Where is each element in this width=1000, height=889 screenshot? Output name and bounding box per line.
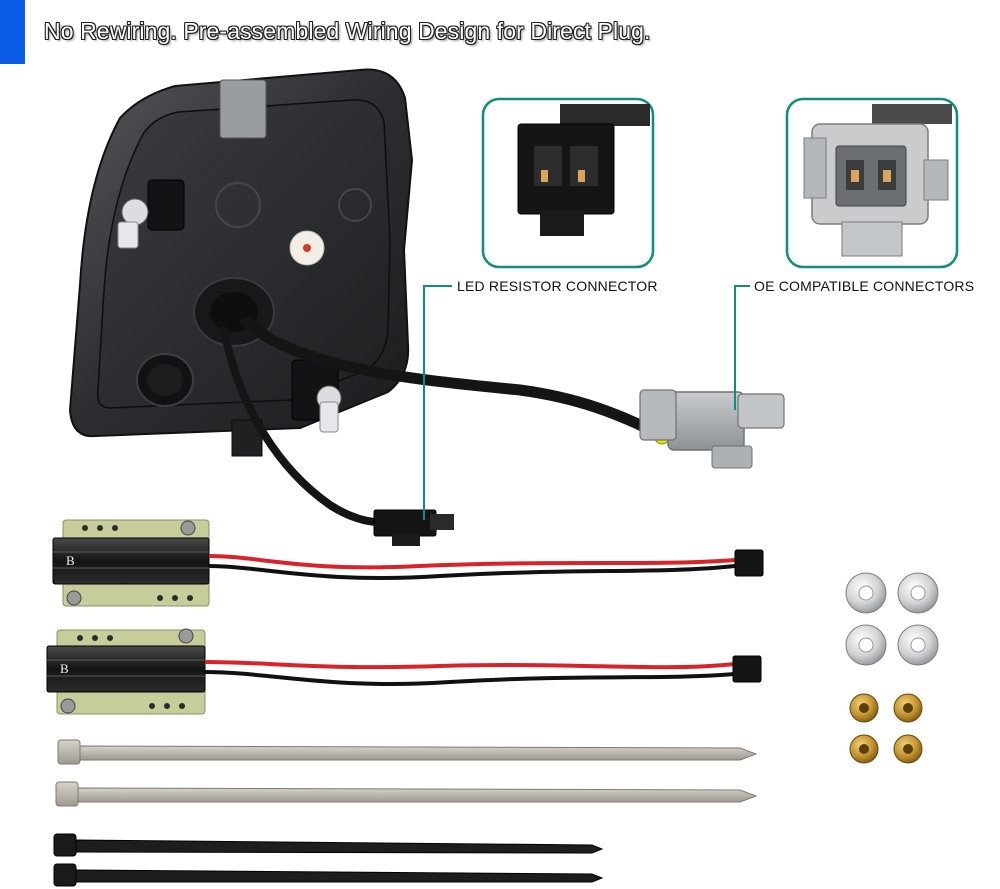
led-connector-closeup <box>481 97 655 269</box>
resistor-marking: B <box>60 661 69 676</box>
load-resistor <box>52 519 764 607</box>
housing-label-dot <box>303 244 311 252</box>
resistor-wire-black <box>204 670 736 687</box>
resistor-plug <box>734 549 764 577</box>
hardware-washers <box>845 572 939 666</box>
metal-cable-tie <box>55 781 758 807</box>
page-title: No Rewiring. Pre-assembled Wiring Design… <box>44 18 651 44</box>
washer <box>845 572 887 614</box>
resistor-wire-red <box>204 660 736 670</box>
flange-nut <box>849 693 879 723</box>
led-callout-leader <box>423 285 452 520</box>
resistor-marking: B <box>66 553 75 568</box>
mounting-stud <box>117 198 149 249</box>
flange-nut <box>849 734 879 764</box>
harness-cable-main <box>240 316 661 438</box>
mounting-stud <box>316 385 342 433</box>
led-resistor-connector-label: LED RESISTOR CONNECTOR <box>457 278 658 294</box>
nylon-cable-tie <box>53 863 604 887</box>
nylon-cable-tie <box>53 833 604 857</box>
washer <box>897 624 939 666</box>
oe-callout-leader <box>734 285 750 410</box>
hardware-nuts <box>849 693 923 764</box>
marker-light-housing <box>68 68 414 457</box>
accent-bar <box>0 0 25 64</box>
load-resistor <box>46 628 762 715</box>
oe-connector-plug <box>639 389 785 469</box>
housing-molded-circle <box>215 182 261 228</box>
led-connector-plug <box>373 509 454 546</box>
oe-compatible-connectors-label: OE COMPATIBLE CONNECTORS <box>754 278 975 294</box>
housing-molded-circle <box>338 188 372 222</box>
flange-nut <box>893 734 923 764</box>
bulb-socket-inner <box>147 364 183 396</box>
resistor-wire-red <box>208 554 736 570</box>
oe-connector-closeup <box>785 97 959 269</box>
mount-bracket <box>147 179 185 231</box>
housing-top-clip <box>219 79 267 139</box>
resistor-plug <box>732 655 762 683</box>
resistor-wire-black <box>208 564 736 581</box>
washer <box>897 572 939 614</box>
metal-cable-tie <box>57 739 758 765</box>
harness-cable-branch <box>220 326 382 526</box>
washer <box>845 624 887 666</box>
flange-nut <box>893 693 923 723</box>
